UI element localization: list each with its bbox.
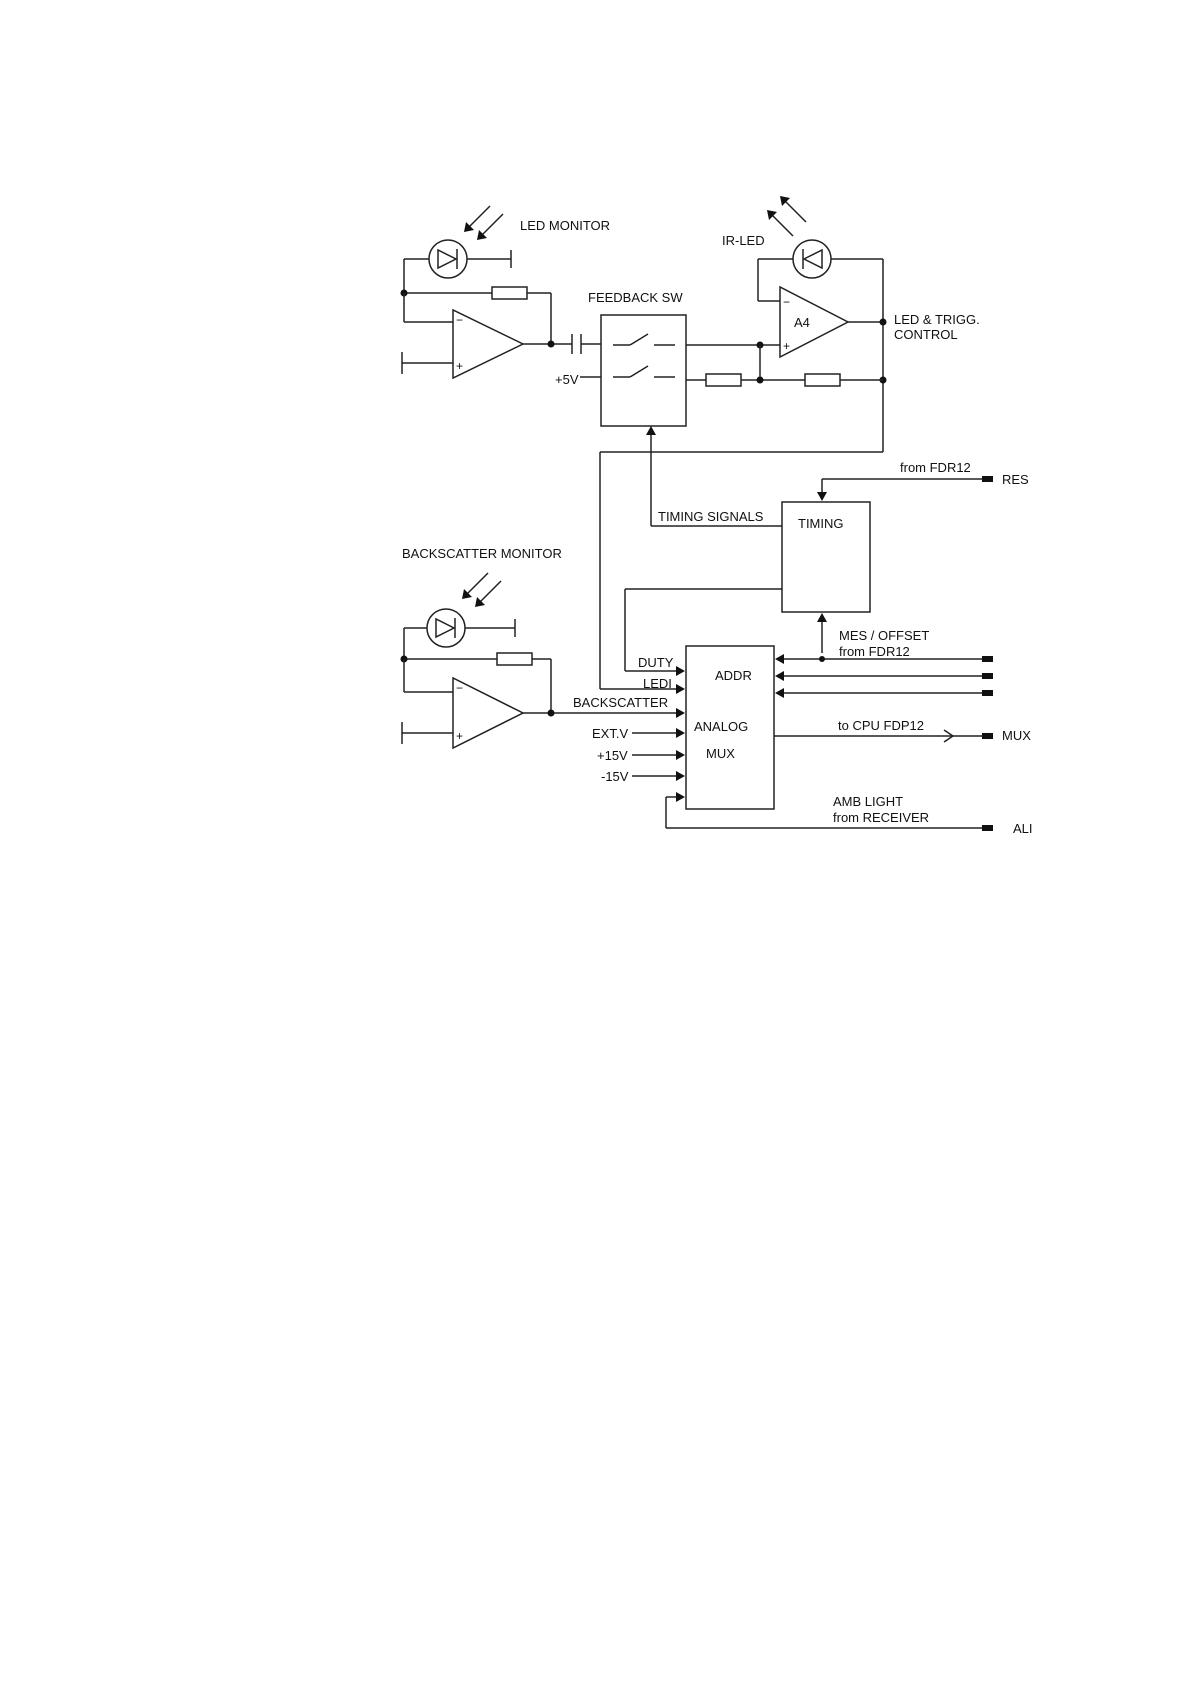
- mux-terminal: [982, 733, 993, 739]
- a4-opamp: [780, 287, 848, 357]
- backscatter-opamp-plus: +: [456, 729, 463, 743]
- ir-led-label: IR-LED: [722, 233, 765, 248]
- led-trigg-label-line1: LED & TRIGG.: [894, 312, 980, 327]
- feedback-sw-label: FEEDBACK SW: [588, 290, 683, 305]
- a4-opamp-minus: −: [783, 295, 790, 309]
- duty-label: DUTY: [638, 655, 674, 670]
- mes-offset-label: MES / OFFSET: [839, 628, 929, 643]
- a4-label: A4: [794, 315, 810, 330]
- ext-v-label: EXT.V: [592, 726, 628, 741]
- backscatter-input-label: BACKSCATTER: [573, 695, 668, 710]
- ir-led-driver-section: IR-LED − + A4 LED & TRIGG. CONTROL: [600, 196, 980, 694]
- light-out-arrows-icon: [767, 196, 806, 236]
- from-fdr12-top-label: from FDR12: [900, 460, 971, 475]
- to-cpu-label: to CPU FDP12: [838, 718, 924, 733]
- ali-terminal: [982, 825, 993, 831]
- res-terminal: [982, 476, 993, 482]
- feedback-switch-section: FEEDBACK SW +5V: [555, 290, 686, 426]
- led-trigg-label-line2: CONTROL: [894, 327, 958, 342]
- minus-15v-label: -15V: [601, 769, 629, 784]
- plus-5v-label: +5V: [555, 372, 579, 387]
- timing-section: from FDR12 RES TIMING TIMING SIGNALS: [625, 426, 1029, 676]
- backscatter-opamp: [453, 678, 523, 748]
- backscatter-photodiode-icon: [427, 609, 465, 647]
- a4-opamp-plus: +: [783, 339, 790, 353]
- backscatter-monitor-label: BACKSCATTER MONITOR: [402, 546, 562, 561]
- analog-label: ANALOG: [694, 719, 748, 734]
- led-monitor-opamp-minus: −: [456, 313, 463, 327]
- led-monitor-photodiode-icon: [429, 240, 467, 278]
- backscatter-monitor-section: BACKSCATTER MONITOR − + BACKSCA: [401, 546, 686, 748]
- ali-label: ALI: [1013, 821, 1033, 836]
- led-monitor-section: − + LED MONITOR: [401, 206, 611, 378]
- analog-mux-section: ADDR ANALOG MUX DUTY LEDI EXT.V +15V -15…: [592, 613, 1033, 836]
- addr-terminal-2: [982, 673, 993, 679]
- backscatter-light-in-arrows-icon: [462, 573, 501, 607]
- mux-block-label: MUX: [706, 746, 735, 761]
- timing-label: TIMING: [798, 516, 844, 531]
- addr-terminal-1: [982, 656, 993, 662]
- res-label: RES: [1002, 472, 1029, 487]
- ledi-label: LEDI: [643, 676, 672, 691]
- led-monitor-opamp-plus: +: [456, 359, 463, 373]
- led-monitor-label: LED MONITOR: [520, 218, 610, 233]
- led-monitor-feedback-resistor: [492, 287, 527, 299]
- light-in-arrows-icon: [464, 206, 503, 240]
- series-resistor: [706, 374, 741, 386]
- feedback-sw-block: [601, 315, 686, 426]
- mux-output-label: MUX: [1002, 728, 1031, 743]
- plus-15v-label: +15V: [597, 748, 628, 763]
- addr-terminal-3: [982, 690, 993, 696]
- led-monitor-opamp: [453, 310, 523, 378]
- from-fdr12-mid-label: from FDR12: [839, 644, 910, 659]
- backscatter-feedback-resistor: [497, 653, 532, 665]
- from-receiver-label: from RECEIVER: [833, 810, 929, 825]
- addr-label: ADDR: [715, 668, 752, 683]
- feedback-resistor-a4: [805, 374, 840, 386]
- backscatter-opamp-minus: −: [456, 681, 463, 695]
- ir-led-icon: [793, 240, 831, 278]
- timing-signals-label: TIMING SIGNALS: [658, 509, 764, 524]
- amb-light-label: AMB LIGHT: [833, 794, 903, 809]
